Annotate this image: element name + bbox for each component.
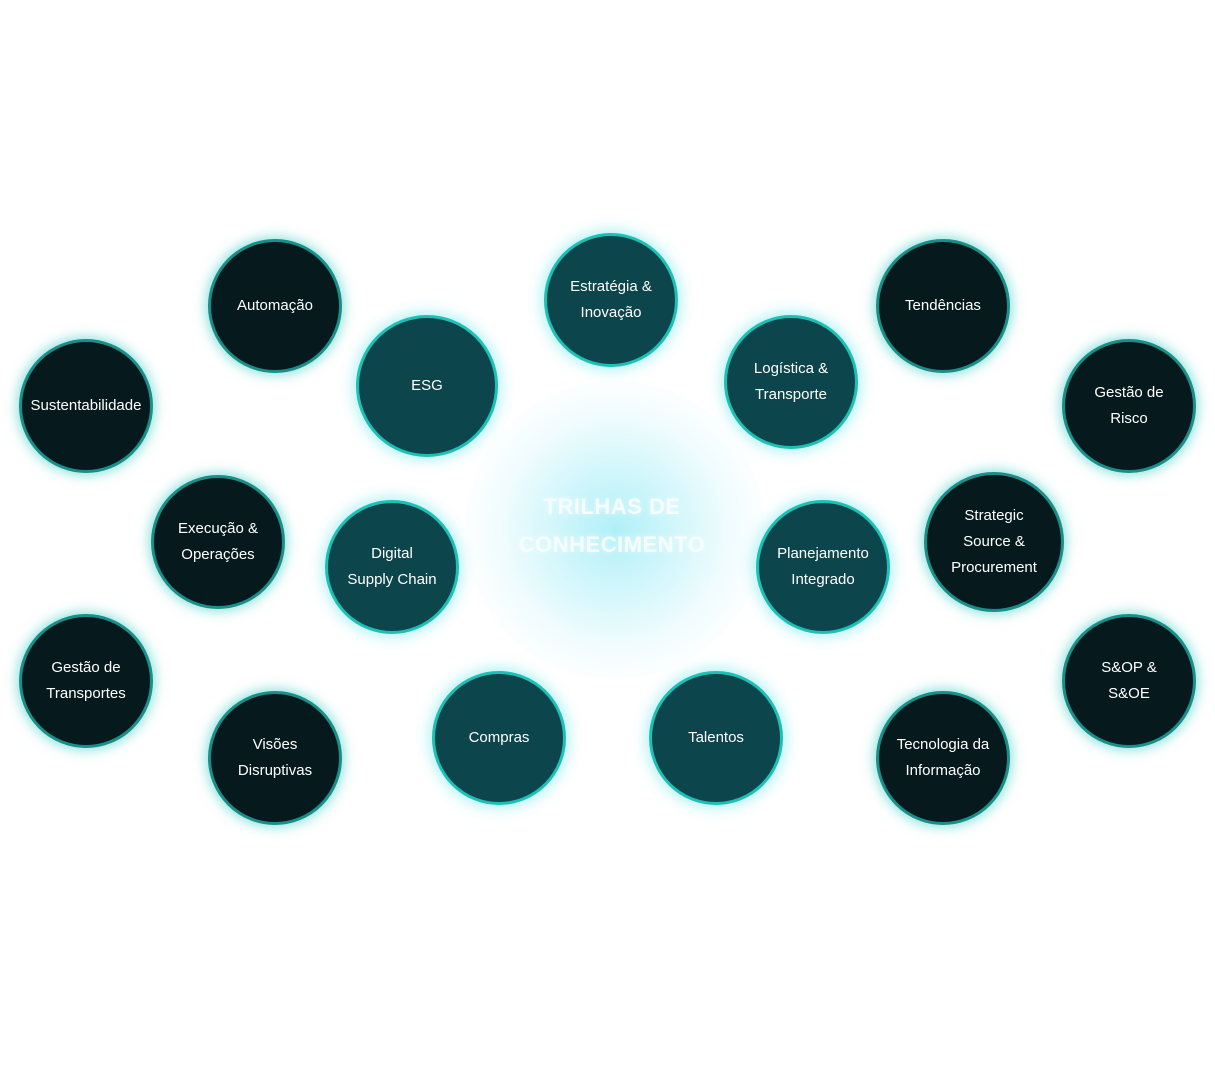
track-node-esg[interactable]: ESG (356, 315, 498, 457)
track-node-sop-soe[interactable]: S&OP & S&OE (1062, 614, 1196, 748)
track-node-tecnologia-informacao[interactable]: Tecnologia da Informação (876, 691, 1010, 825)
track-node-execucao-operacoes[interactable]: Execução & Operações (151, 475, 285, 609)
track-node-gestao-transportes[interactable]: Gestão de Transportes (19, 614, 153, 748)
track-node-digital-supply-chain[interactable]: Digital Supply Chain (325, 500, 459, 634)
track-label: Digital Supply Chain (347, 545, 437, 588)
track-node-sustentabilidade[interactable]: Sustentabilidade (19, 339, 153, 473)
track-node-talentos[interactable]: Talentos (649, 671, 783, 805)
track-label: Logística & Transporte (753, 360, 829, 403)
center-glow (465, 380, 765, 680)
track-label: Automação (237, 297, 313, 314)
track-label: Sustentabilidade (30, 397, 142, 414)
track-node-planejamento-integrado[interactable]: Planejamento Integrado (756, 500, 890, 634)
track-label: Estratégia & Inovação (570, 278, 652, 321)
track-label: Tendências (905, 297, 981, 314)
track-node-strategic-source-procurement[interactable]: Strategic Source & Procurement (924, 472, 1064, 612)
track-label: Talentos (688, 729, 744, 746)
track-label: Tecnologia da Informação (896, 736, 990, 779)
center-title-line-2: CONHECIMENTO (518, 532, 706, 557)
center-title: TRILHAS DE CONHECIMENTO (500, 488, 724, 564)
center-title-line-1: TRILHAS DE (543, 494, 681, 519)
track-label: S&OP & S&OE (1101, 659, 1157, 702)
track-node-automacao[interactable]: Automação (208, 239, 342, 373)
track-label: Visões Disruptivas (237, 736, 313, 779)
track-label: Planejamento Integrado (777, 545, 869, 588)
track-node-visoes-disruptivas[interactable]: Visões Disruptivas (208, 691, 342, 825)
track-node-compras[interactable]: Compras (432, 671, 566, 805)
track-label: ESG (411, 377, 443, 394)
track-label: Strategic Source & Procurement (951, 507, 1037, 576)
track-label: Compras (468, 729, 530, 746)
track-node-estrategia-inovacao[interactable]: Estratégia & Inovação (544, 233, 678, 367)
track-label: Execução & Operações (177, 520, 259, 563)
track-label: Gestão de Risco (1094, 384, 1164, 427)
track-node-tendencias[interactable]: Tendências (876, 239, 1010, 373)
track-node-gestao-risco[interactable]: Gestão de Risco (1062, 339, 1196, 473)
track-node-logistica-transporte[interactable]: Logística & Transporte (724, 315, 858, 449)
track-label: Gestão de Transportes (46, 659, 126, 702)
